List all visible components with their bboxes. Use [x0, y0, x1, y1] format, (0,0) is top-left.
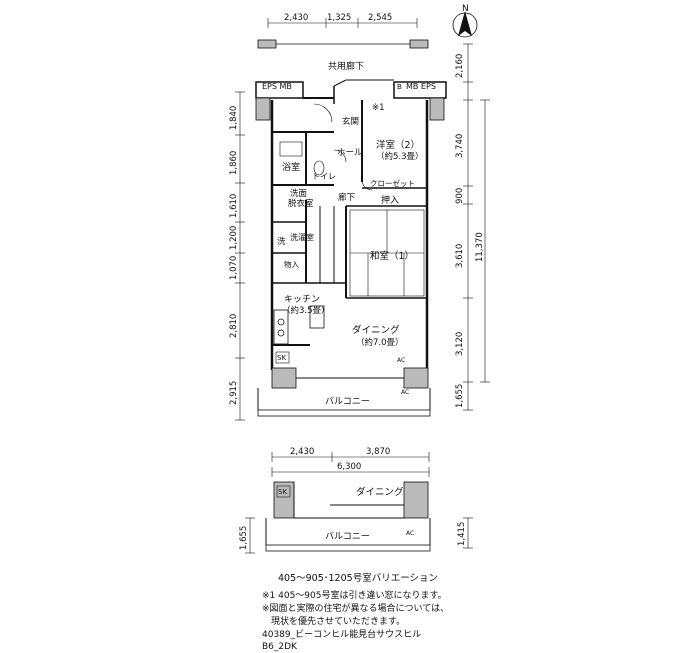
yoshitsu-area: （約5.3畳） [376, 151, 424, 162]
variation-plan [245, 481, 473, 554]
north-arrow-icon: N [452, 4, 478, 38]
variation-dim-left: 1,655 [239, 526, 249, 550]
dim-right-1: 2,160 [455, 54, 465, 78]
dim-top-2: 1,325 [327, 13, 351, 23]
dim-right-6: 1,655 [455, 384, 465, 408]
dim-right-3: 900 [455, 188, 465, 204]
variation-balcony-label: バルコニー [325, 531, 370, 542]
note-line-2: ※図面と実際の住宅が異なる場合については、 [262, 604, 450, 614]
top-dimensions [267, 18, 418, 28]
eps-right-label: MB EPS [406, 82, 436, 91]
kitchen-area: （約3.5畳） [282, 305, 330, 316]
caption-line-1: 40389_ビーコンヒル能見台サウスヒル [262, 630, 422, 640]
ac-label-1: AC [401, 389, 409, 396]
genkan-label: 玄関 [342, 116, 359, 127]
right-dimensions [463, 43, 490, 411]
dim-right-5: 3,120 [455, 332, 465, 356]
dining-area: （約7.0畳） [356, 337, 404, 348]
dining-label: ダイニング [352, 324, 400, 336]
dim-left-2: 1,860 [229, 151, 239, 175]
tatami-grid [349, 209, 425, 297]
corridor-boundary [257, 39, 429, 49]
balcony-label: バルコニー [325, 396, 370, 407]
left-dimensions [235, 91, 245, 421]
toilet-fixture [313, 160, 325, 176]
kitchen-label: キッチン [284, 294, 320, 305]
dim-right-total: 11,370 [475, 232, 485, 262]
eps-left-label: EPS MB [262, 82, 292, 91]
monoire-label: 物入 [284, 259, 299, 269]
senmen-label-2: 脱衣室 [288, 198, 314, 209]
sk-label: SK [277, 354, 286, 362]
oshiire-label: 押入 [381, 194, 399, 206]
b-label: B [397, 83, 402, 91]
kitchen-counter [273, 305, 325, 345]
variation-dim-right: 1,415 [457, 522, 467, 546]
toilet-label: トイレ [312, 172, 336, 181]
variation-ac-label: AC [406, 530, 414, 537]
yokushitsu-label: 浴室 [282, 161, 300, 173]
variation-title: 405〜905･1205号室バリエーション [278, 573, 439, 584]
doors [313, 103, 373, 191]
washitsu-label: 和室（1） [370, 250, 414, 262]
ac-label-2: AC [397, 357, 405, 364]
senmen-label-1: 洗面 [290, 188, 308, 199]
note-mark: ※1 [372, 103, 385, 113]
roka-label: 廊下 [338, 192, 356, 203]
dim-left-1: 1,840 [229, 106, 239, 130]
caption: 40389_ビーコンヒル能見台サウスヒル B6_2DK [262, 629, 421, 653]
dim-left-4: 1,200 [229, 226, 239, 250]
bottom-dimensions [271, 452, 430, 477]
sentaku-label-2: 洗濯室 [290, 232, 314, 242]
dim-top-1: 2,430 [284, 13, 308, 23]
variation-dining-label: ダイニング [356, 486, 404, 498]
dim-left-6: 2,810 [229, 314, 239, 338]
dim-right-2: 3,740 [455, 134, 465, 158]
note-line-3: 現状を優先させていただきます。 [262, 617, 406, 627]
sk-box [275, 351, 290, 364]
bathtub [279, 141, 303, 157]
dim-left-3: 1,610 [229, 194, 239, 218]
variation-sk-label: SK [278, 488, 287, 496]
north-label: N [462, 4, 469, 14]
dim-bottom-1: 2,430 [290, 447, 314, 457]
yoshitsu-label: 洋室（2） [376, 139, 420, 151]
dim-left-5: 1,070 [229, 256, 239, 280]
caption-line-2: B6_2DK [262, 642, 297, 652]
dim-right-4: 3,610 [455, 244, 465, 268]
balcony-area [257, 388, 431, 417]
dim-bottom-2: 3,870 [366, 447, 390, 457]
corridor-label: 共用廊下 [328, 60, 364, 72]
hall-label: ホール [337, 148, 363, 158]
note-line-1: ※1 405〜905号室は引き違い窓になります。 [262, 591, 447, 601]
closet-label: クローゼット [370, 178, 415, 188]
dim-left-7: 2,915 [229, 381, 239, 405]
dim-top-3: 2,545 [368, 13, 392, 23]
notes: ※1 405〜905号室は引き違い窓になります。 ※図面と実際の住宅が異なる場合… [262, 590, 449, 629]
dim-bottom-total: 6,300 [337, 462, 361, 472]
outer-walls [255, 79, 447, 389]
sentaku-label-1: 洗 [277, 236, 286, 247]
